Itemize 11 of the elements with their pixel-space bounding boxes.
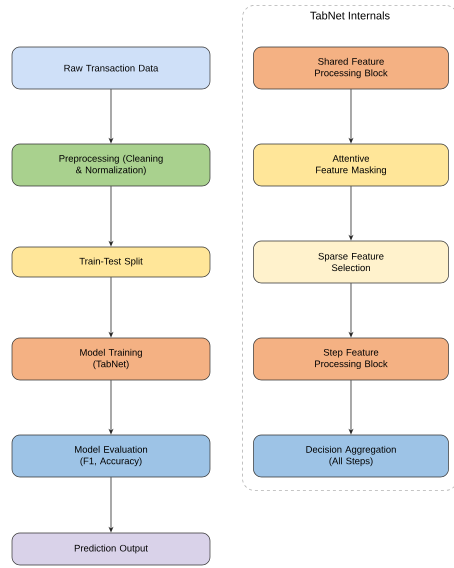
process-box: Step Feature Processing Block: [253, 338, 449, 380]
process-box: Decision Aggregation (All Steps): [253, 434, 449, 478]
process-box: Train-Test Split: [12, 246, 210, 278]
process-box: Preprocessing (Cleaning & Normalization): [12, 144, 210, 186]
process-box: Attentive Feature Masking: [253, 144, 449, 186]
process-box: Model Evaluation (F1, Accuracy): [12, 434, 210, 478]
process-box: Sparse Feature Selection: [253, 240, 449, 284]
process-box: Model Training (TabNet): [12, 338, 210, 380]
process-box: Raw Transaction Data: [12, 46, 210, 90]
process-box: Shared Feature Processing Block: [253, 46, 449, 90]
process-box: Prediction Output: [12, 532, 210, 566]
